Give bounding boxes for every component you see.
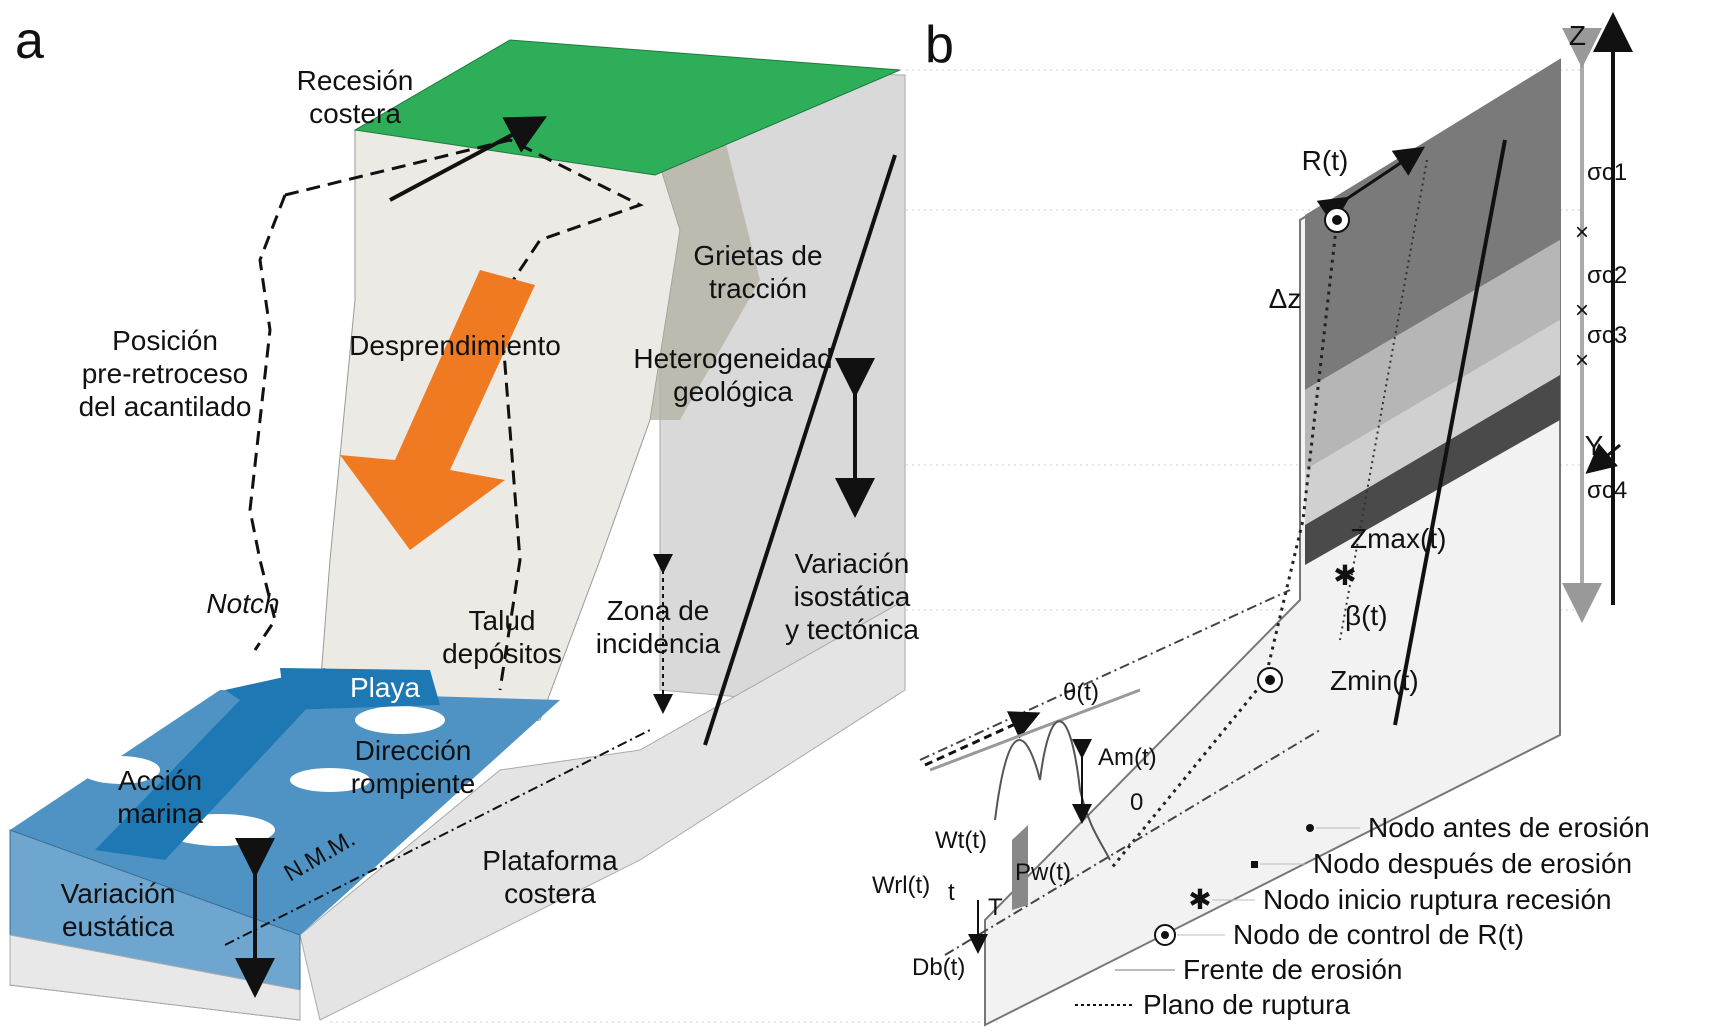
legend-symbol-square (1251, 861, 1258, 868)
beach-arrow (95, 668, 330, 860)
label-variacion-eus-1: Variación (61, 878, 176, 909)
label-desprendimiento: Desprendimiento (349, 330, 561, 361)
label-accion-1: Acción (118, 765, 202, 796)
layer-c1 (1305, 60, 1560, 390)
label-t-big: T (988, 894, 1003, 921)
label-accion-2: marina (117, 798, 203, 829)
label-direccion-2: rompiente (351, 768, 476, 799)
label-plataforma-2: costera (504, 878, 596, 909)
legend-label: Plano de ruptura (1143, 989, 1350, 1020)
label-variacion-iso-3: y tectónica (785, 614, 919, 645)
label-theta: θ(t) (1063, 679, 1099, 706)
foam (290, 768, 370, 792)
label-d-b: Db(t) (912, 954, 965, 981)
label-w-t: Wt(t) (935, 827, 987, 854)
layer-c2b (1305, 320, 1560, 525)
label-variacion-iso-2: isostática (794, 581, 911, 612)
label-z-axis: Z (1569, 20, 1586, 51)
label-posicion-3: del acantilado (79, 391, 252, 422)
legend-symbol-star: ✱ (1188, 884, 1211, 915)
label-notch: Notch (206, 588, 279, 619)
label-beta: β(t) (1345, 600, 1388, 631)
label-sigma-c2: σc2 (1587, 262, 1627, 289)
panel-a-letter: a (15, 12, 44, 70)
fault-line (703, 154, 897, 746)
label-talud-2: depósitos (442, 638, 562, 669)
label-plataforma-1: Plataforma (482, 845, 618, 876)
legend-symbol-dot (1306, 824, 1314, 832)
label-recesion-1: Recesión (297, 65, 414, 96)
zmax-star: ✱ (1333, 560, 1356, 591)
tick-x: × (1575, 219, 1589, 246)
label-talud-1: Talud (469, 605, 536, 636)
label-zero: 0 (1130, 789, 1143, 816)
rt-arrow (1316, 146, 1425, 226)
slab-fault-line (1393, 139, 1507, 726)
layer-c3 (1305, 375, 1560, 565)
legend-label: Frente de erosión (1183, 954, 1402, 985)
control-node-bottom (1257, 667, 1283, 693)
label-t-small: t (948, 879, 955, 906)
label-heterogeneidad-2: geológica (673, 376, 793, 407)
playa-arrow-head (280, 668, 440, 710)
label-posicion-1: Posición (112, 325, 218, 356)
panel-b: b × × × (872, 12, 1650, 1027)
label-sigma-c4: σc4 (1587, 477, 1627, 504)
layer-c2 (1305, 240, 1560, 470)
legend-label: Nodo antes de erosión (1368, 812, 1650, 843)
label-variacion-iso-1: Variación (795, 548, 910, 579)
legend: ✱ Nodo antes de erosión Nodo después de … (1075, 812, 1650, 1020)
tick-x: × (1575, 297, 1589, 324)
label-y-axis: Y (1585, 430, 1604, 461)
label-r-t: R(t) (1302, 145, 1349, 176)
label-posicion-2: pre-retroceso (82, 358, 249, 389)
pw-bar (1012, 825, 1028, 910)
label-z-max: Zmax(t) (1350, 523, 1446, 554)
panel-a: a Recesión costera Grietas de tracción P… (9, 12, 1580, 1023)
tick-x: × (1575, 347, 1589, 374)
label-w-rl: Wrl(t) (872, 872, 930, 899)
y-axis (1585, 443, 1621, 474)
label-sigma-c3: σc3 (1587, 322, 1627, 349)
theta-arrow-dashed (924, 711, 1041, 767)
sea-level-upper (919, 589, 1291, 761)
legend-label: Nodo inicio ruptura recesión (1263, 884, 1612, 915)
legend-symbol-target (1154, 924, 1176, 946)
rockfall-arrow (340, 270, 535, 550)
sea-floor-band (9, 934, 301, 1021)
label-z-min: Zmin(t) (1330, 665, 1419, 696)
sea-surface (10, 690, 560, 935)
label-variacion-eus-2: eustática (62, 911, 174, 942)
label-grietas-2: tracción (709, 273, 807, 304)
label-direccion-1: Dirección (355, 735, 472, 766)
label-p-w: Pw(t) (1015, 859, 1071, 886)
label-heterogeneidad-1: Heterogeneidad (633, 343, 832, 374)
coastal-platform (299, 599, 906, 1021)
label-playa: Playa (350, 672, 420, 703)
theta-arrow-solid (929, 688, 1141, 772)
sea-level-lower (944, 729, 1321, 956)
label-delta-z: Δz (1269, 283, 1302, 314)
foam (80, 756, 160, 784)
recession-arrow (389, 116, 548, 202)
legend-label: Nodo después de erosión (1313, 848, 1632, 879)
label-zona-1: Zona de (607, 595, 710, 626)
grass-top (353, 39, 901, 176)
erosion-profile (1108, 219, 1339, 871)
label-zona-2: incidencia (596, 628, 721, 659)
label-recesion-2: costera (309, 98, 401, 129)
label-grietas-1: Grietas de (693, 240, 822, 271)
legend-label: Nodo de control de R(t) (1233, 919, 1524, 950)
panel-b-letter: b (925, 16, 954, 74)
control-node-top (1324, 207, 1350, 233)
weathered-rock (650, 120, 760, 420)
label-sigma-c1: σc1 (1587, 159, 1627, 186)
foam (355, 706, 445, 734)
label-a-m: Am(t) (1098, 744, 1157, 771)
